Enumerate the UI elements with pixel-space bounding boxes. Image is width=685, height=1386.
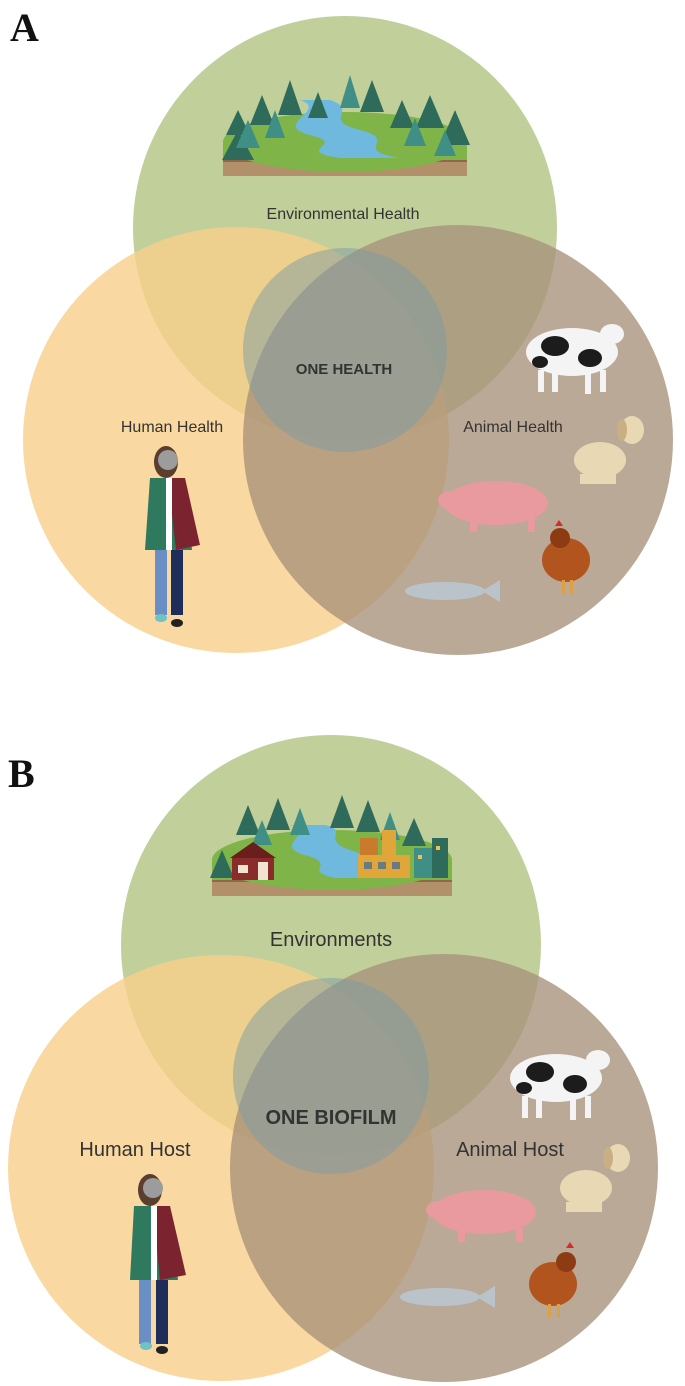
right-label: Animal Health	[463, 419, 563, 436]
center-overlay	[233, 978, 429, 1174]
pig-icon	[426, 1190, 536, 1242]
panel-letter-a: A	[10, 5, 39, 50]
cow-icon	[510, 1050, 610, 1120]
top-label: Environmental Health	[267, 206, 420, 223]
fish-icon	[400, 1286, 495, 1308]
top-label: Environments	[270, 929, 392, 951]
dog-icon	[574, 416, 644, 484]
chicken-icon	[542, 520, 590, 594]
left-label: Human Health	[121, 419, 223, 436]
venn-diagram-a: Environmental Health ONE HEALTH Human He…	[23, 16, 673, 655]
cow-icon	[526, 324, 624, 394]
left-label: Human Host	[79, 1139, 191, 1161]
person-icon	[145, 446, 200, 627]
panel-a: A	[0, 0, 685, 680]
center-label: ONE BIOFILM	[265, 1107, 396, 1129]
center-label: ONE HEALTH	[296, 361, 392, 378]
panel-b: B	[0, 680, 685, 1386]
center-overlay	[243, 248, 447, 452]
venn-diagram-b: Environments ONE BIOFILM Human Host Anim…	[8, 735, 658, 1382]
forest-river-icon	[222, 75, 470, 176]
chicken-icon	[529, 1242, 577, 1318]
right-label: Animal Host	[456, 1139, 564, 1161]
dog-icon	[560, 1144, 630, 1212]
pig-icon	[438, 481, 548, 532]
farm-factory-landscape-icon	[210, 795, 452, 896]
fish-icon	[405, 580, 500, 602]
panel-letter-b: B	[8, 751, 35, 796]
person-icon	[130, 1174, 186, 1354]
